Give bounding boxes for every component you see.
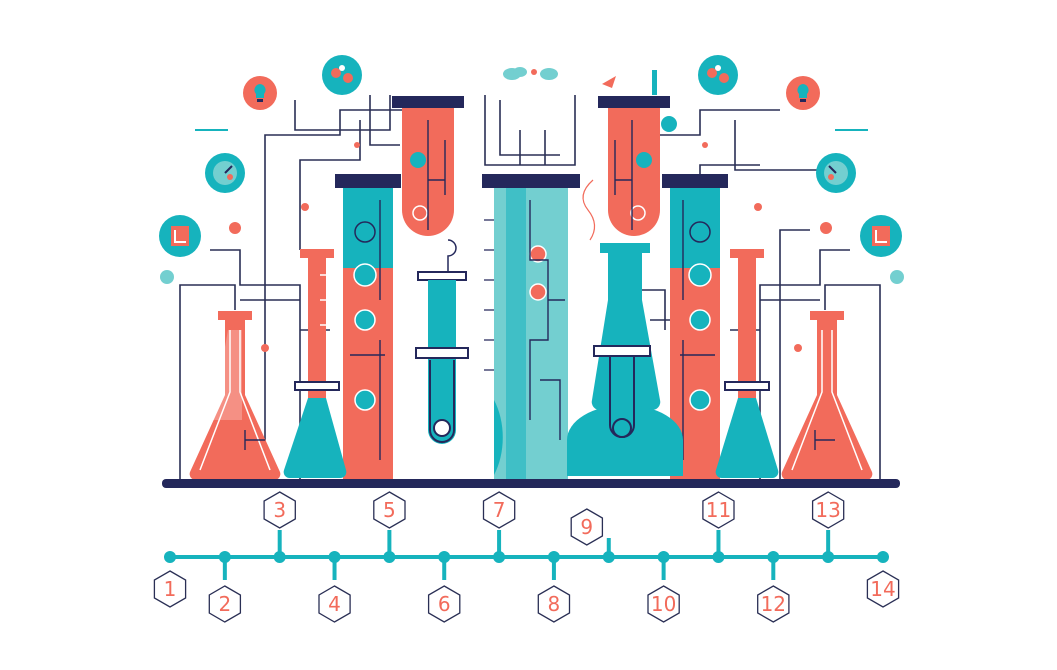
step-hexagon [537, 585, 571, 623]
lab-table [162, 479, 900, 488]
step-hexagon [318, 585, 351, 623]
timeline-node [328, 551, 341, 563]
step-label: 11 [706, 498, 731, 522]
step-label: 3 [273, 498, 286, 522]
document-icon [860, 215, 902, 257]
rocket-icon [602, 70, 657, 95]
flask-icon [195, 129, 868, 352]
step-hexagon [570, 508, 604, 546]
clock-icon [816, 153, 856, 193]
step-hexagon [647, 585, 680, 623]
step-hexagon [208, 585, 242, 623]
step-hexagon [702, 491, 735, 529]
document-icon [159, 215, 201, 257]
hanging-tube-right [598, 96, 670, 236]
timeline-node [273, 551, 286, 563]
step-label: 12 [761, 592, 786, 616]
timeline-node [822, 551, 835, 563]
timeline-node [383, 551, 396, 563]
cylinder-left [335, 174, 401, 480]
step-label: 10 [651, 592, 676, 616]
timeline-node [547, 551, 560, 563]
step-hexagon [263, 491, 296, 529]
timeline-node [657, 551, 670, 563]
timeline-node [712, 551, 725, 563]
erlenmeyer-flask-left [189, 311, 281, 481]
hanging-tube-left [392, 96, 464, 236]
step-hexagon [153, 570, 187, 608]
step-hexagon [811, 491, 845, 529]
step-label: 7 [493, 498, 506, 522]
timeline-node [602, 551, 615, 563]
step-label: 14 [870, 577, 895, 601]
step-label: 8 [548, 592, 561, 616]
step-label: 4 [328, 592, 341, 616]
syringe-left [415, 239, 469, 444]
step-hexagon [427, 585, 461, 623]
step-hexagon [757, 585, 790, 623]
lightbulb-icon [243, 76, 277, 110]
step-hexagon [482, 491, 516, 529]
cloud-icon [503, 67, 558, 80]
central-column [482, 174, 580, 480]
timeline-node [438, 551, 451, 563]
step-label: 5 [383, 498, 396, 522]
gears-icon [698, 55, 738, 95]
timeline-node [767, 551, 780, 563]
step-label: 6 [438, 592, 451, 616]
step-label: 1 [164, 577, 177, 601]
clock-icon [205, 153, 245, 193]
step-hexagon [866, 570, 900, 608]
gears-icon [322, 55, 362, 95]
floating-icons [159, 55, 904, 352]
erlenmeyer-flask-right [781, 311, 873, 481]
step-label: 9 [580, 515, 593, 539]
step-label: 2 [218, 592, 231, 616]
flask-center-right [567, 179, 683, 476]
graduated-cylinder-right [715, 249, 779, 479]
timeline-node [164, 551, 176, 563]
leaf-icon [160, 116, 904, 284]
circuit-wires [179, 95, 881, 480]
graduated-cylinder-left [283, 249, 347, 479]
step-hexagon [373, 491, 406, 529]
timeline-node [218, 551, 231, 563]
step-label: 13 [815, 498, 840, 522]
timeline-node [493, 551, 506, 563]
lightbulb-icon [786, 76, 820, 110]
timeline-node [877, 551, 889, 563]
